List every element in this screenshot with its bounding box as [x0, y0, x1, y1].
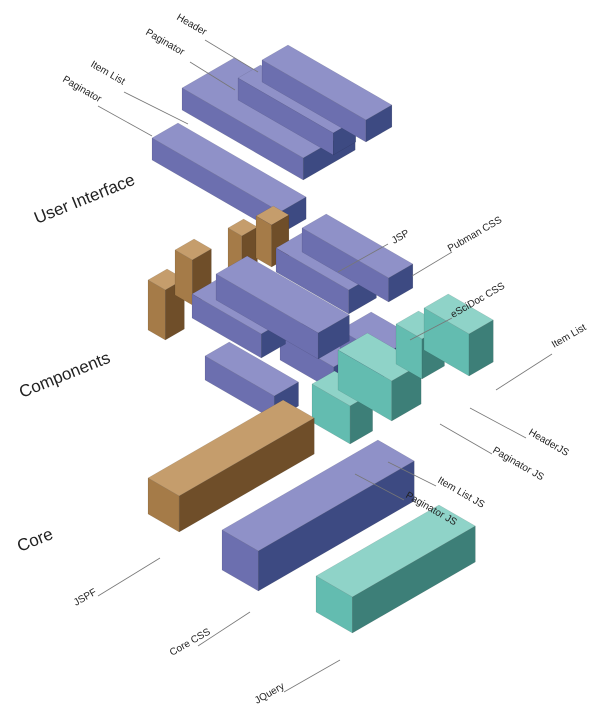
comp-teal-4-side-face — [468, 319, 494, 377]
layer-title-components: Components — [16, 348, 112, 402]
comp-teal-4 — [423, 293, 494, 377]
ui-slab-header-side-face — [365, 104, 393, 143]
label-jsp: JSP — [390, 228, 412, 247]
leader-jspf — [97, 557, 161, 597]
core-jspf — [147, 399, 315, 533]
leader-paginator-top — [189, 61, 236, 91]
comp-purple-up-2-side-face — [317, 314, 350, 360]
comp-teal-2 — [337, 332, 422, 422]
comp-wedge-1-front-face — [147, 279, 166, 341]
core-jquery-side-face — [352, 525, 476, 634]
leader-item-list-right — [495, 353, 553, 391]
core-jquery — [315, 504, 476, 634]
diagram-blocks — [147, 44, 494, 634]
label-paginator-top: Paginator — [144, 27, 187, 58]
core-jspf-side-face — [178, 417, 315, 533]
ui-slab-paginator — [151, 122, 307, 235]
label-jspf: JSPF — [72, 587, 99, 609]
leader-core-css — [197, 611, 251, 647]
comp-purple-up-4 — [301, 213, 414, 303]
leader-lines — [97, 39, 553, 693]
comp-wedge-2-front-face — [174, 249, 193, 306]
label-item-list-right: Item List — [550, 322, 588, 351]
leader-paginator — [97, 105, 153, 137]
core-core-css — [221, 439, 415, 592]
label-item-list-js: Item List JS — [436, 475, 487, 511]
leader-escidoc-css — [409, 317, 453, 341]
leader-jsp — [337, 243, 389, 273]
leader-paginator-js-b — [354, 473, 405, 501]
label-item-list: Item List — [89, 59, 127, 88]
comp-wedge-4-front-face — [255, 215, 272, 268]
label-paginator: Paginator — [61, 74, 104, 105]
leader-paginator-js-a — [439, 423, 493, 455]
comp-purple-up-2 — [215, 255, 350, 360]
leader-jquery — [283, 659, 341, 693]
label-paginator-js-a: Paginator JS — [491, 445, 546, 483]
layer-title-core: Core — [14, 524, 55, 555]
label-header-js: HeaderJS — [527, 427, 571, 459]
ui-slab-header — [261, 44, 393, 143]
leader-item-list — [123, 91, 189, 125]
leader-header — [204, 39, 259, 73]
comp-purple-up-4-side-face — [388, 263, 414, 303]
layer-title-user-interface: User Interface — [31, 170, 137, 228]
label-header: Header — [175, 12, 209, 38]
label-jquery: JQuery — [253, 681, 286, 704]
label-pubman-css: Pubman CSS — [446, 215, 504, 255]
leader-pubman-css — [411, 251, 453, 277]
core-core-css-side-face — [258, 460, 415, 592]
leader-item-list-js — [387, 461, 437, 487]
label-core-css: Core CSS — [168, 626, 213, 658]
leader-header-js — [469, 407, 527, 439]
